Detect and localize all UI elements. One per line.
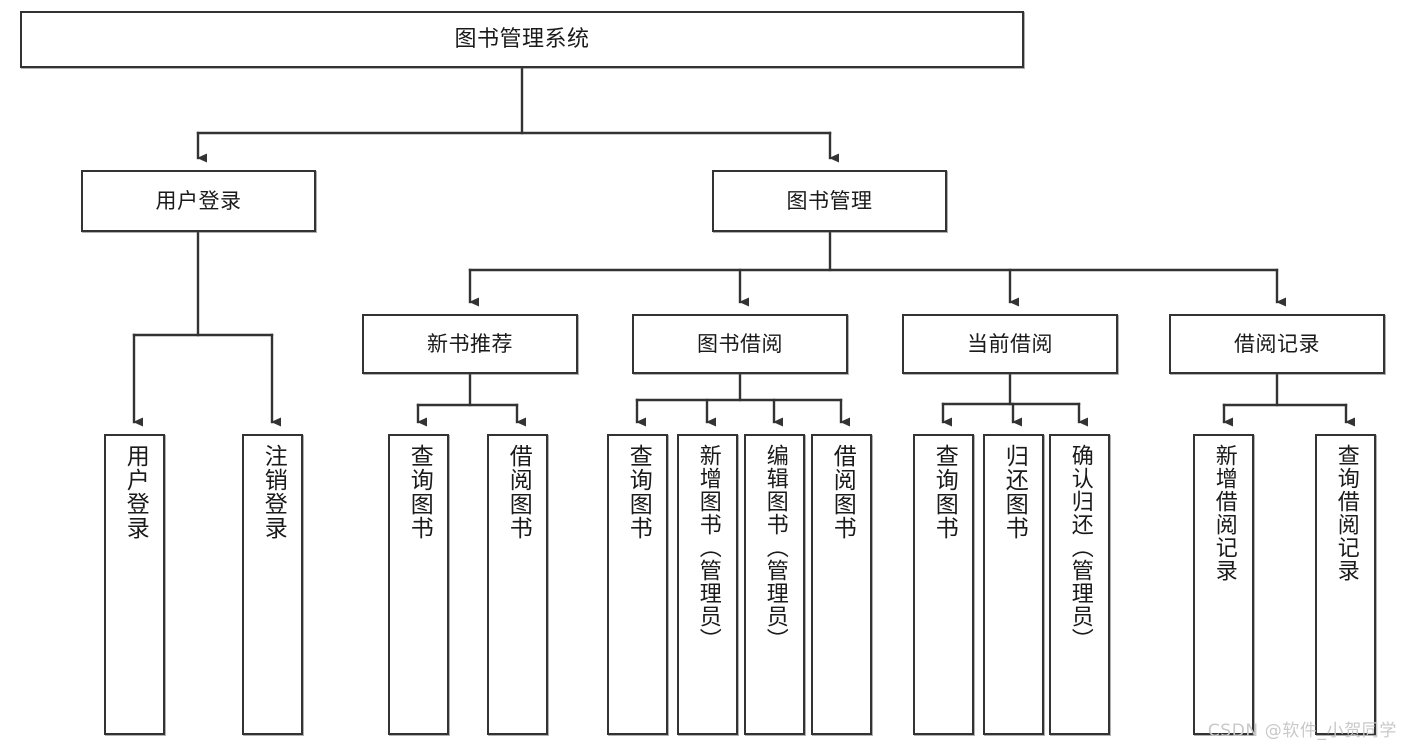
leaf-book-borrow-borrow-book[interactable]: 借阅图书 [811, 434, 872, 735]
node-label: 借阅图书 [829, 444, 856, 540]
node-borrow-records[interactable]: 借阅记录 [1169, 314, 1385, 374]
node-label: 确认归还（管理员） [1067, 444, 1093, 651]
csdn-watermark: CSDN @软件_小贺同学 [1207, 721, 1397, 741]
node-current-borrow[interactable]: 当前借阅 [902, 314, 1118, 374]
leaf-book-borrow-edit-book-admin[interactable]: 编辑图书（管理员） [744, 434, 805, 735]
node-label: 图书管理系统 [454, 26, 590, 52]
node-user-login[interactable]: 用户登录 [81, 170, 316, 232]
node-label: 查询图书 [931, 444, 958, 540]
leaf-current-borrow-query-book[interactable]: 查询图书 [913, 434, 974, 735]
leaf-new-book-query-book[interactable]: 查询图书 [388, 434, 449, 735]
leaf-new-book-borrow-book[interactable]: 借阅图书 [487, 434, 548, 735]
node-label: 当前借阅 [967, 331, 1053, 356]
node-label: 图书管理 [786, 188, 873, 213]
node-label: 借阅记录 [1234, 331, 1320, 356]
node-label: 新增借阅记录 [1211, 444, 1237, 582]
node-label: 查询图书 [625, 444, 652, 540]
leaf-user-login-login[interactable]: 用户登录 [104, 434, 165, 735]
node-label: 借阅图书 [505, 444, 532, 540]
leaf-book-borrow-add-book-admin[interactable]: 新增图书（管理员） [677, 434, 738, 735]
node-label: 图书借阅 [697, 331, 783, 356]
node-book-management[interactable]: 图书管理 [712, 170, 947, 232]
node-new-book-recommend[interactable]: 新书推荐 [362, 314, 578, 374]
node-label: 编辑图书（管理员） [762, 444, 788, 651]
leaf-user-login-logout[interactable]: 注销登录 [242, 434, 303, 735]
leaf-borrow-records-add-record[interactable]: 新增借阅记录 [1193, 434, 1254, 735]
node-label: 注销登录 [260, 444, 287, 540]
leaf-book-borrow-query-book[interactable]: 查询图书 [607, 434, 668, 735]
node-root-book-management-system[interactable]: 图书管理系统 [20, 11, 1024, 68]
leaf-current-borrow-confirm-return-admin[interactable]: 确认归还（管理员） [1049, 434, 1110, 735]
node-book-borrow[interactable]: 图书借阅 [632, 314, 848, 374]
node-label: 查询图书 [406, 444, 433, 540]
node-label: 新增图书（管理员） [695, 444, 721, 651]
leaf-borrow-records-query-record[interactable]: 查询借阅记录 [1315, 434, 1376, 735]
node-label: 用户登录 [155, 188, 242, 213]
node-label: 查询借阅记录 [1333, 444, 1359, 582]
node-label: 新书推荐 [427, 331, 513, 356]
node-label: 归还图书 [1001, 444, 1028, 540]
node-label: 用户登录 [122, 444, 149, 540]
leaf-current-borrow-return-book[interactable]: 归还图书 [983, 434, 1044, 735]
